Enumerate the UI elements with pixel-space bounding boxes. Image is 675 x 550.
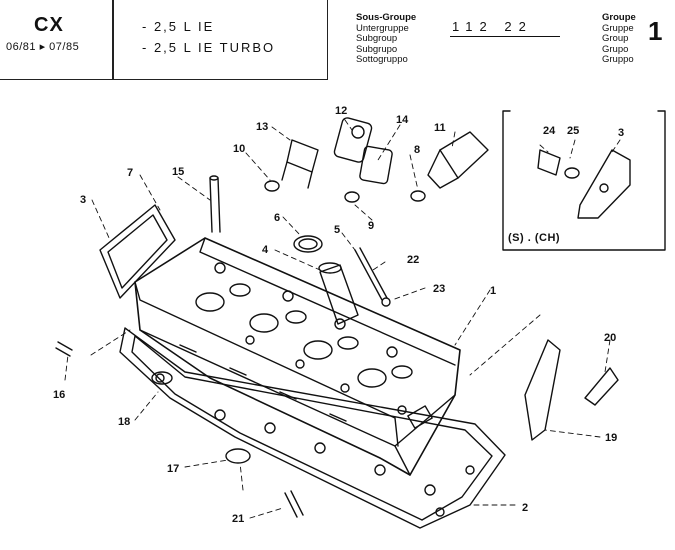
washer-part — [410, 190, 426, 202]
callout-18: 18 — [118, 416, 130, 428]
washer-part — [264, 180, 280, 192]
header-model-cell: CX 06/81 ▸ 07/85 — [0, 0, 113, 80]
callout-3: 3 — [80, 194, 86, 206]
callout-23: 23 — [433, 283, 445, 295]
callout-17: 17 — [167, 463, 179, 475]
callout-20: 20 — [604, 332, 616, 344]
callout-16: 16 — [53, 389, 65, 401]
group-labels: Groupe Gruppe Group Grupo Gruppo — [602, 12, 636, 66]
callout-1: 1 — [490, 285, 496, 297]
callout-22: 22 — [407, 254, 419, 266]
inset-label: (S) . (CH) — [508, 232, 561, 244]
sensor-part — [333, 117, 373, 163]
inset-parts — [537, 149, 631, 219]
sensor-part — [359, 145, 393, 185]
rocker-cover-gasket — [99, 204, 176, 299]
rod-end-part — [381, 297, 391, 307]
variant-label: - 2,5 L IE TURBO — [142, 40, 276, 55]
subgroup-code-underline — [450, 36, 560, 37]
header-variants-cell: - 2,5 L IE - 2,5 L IE TURBO — [113, 0, 328, 80]
callout-4: 4 — [262, 244, 269, 256]
ring-part — [151, 371, 173, 385]
subgroup-labels: Sous-Groupe Untergruppe Subgroup Subgrup… — [356, 12, 417, 66]
subgroup-label: Subgrupo — [356, 43, 398, 55]
model-name: CX — [34, 14, 64, 36]
callout-3-inset: 3 — [618, 127, 624, 139]
callouts: 1 2 3 3 4 5 6 7 8 9 10 11 12 13 14 15 16… — [53, 105, 624, 525]
dowel-part — [284, 490, 304, 518]
callout-10: 10 — [233, 143, 245, 155]
callout-5: 5 — [334, 224, 340, 236]
variant-label: - 2,5 L IE — [142, 19, 215, 34]
callout-11: 11 — [434, 122, 446, 134]
cylinder-head — [134, 237, 461, 476]
group-label: Gruppo — [602, 54, 634, 65]
callout-12: 12 — [335, 105, 347, 117]
rod-part — [354, 247, 388, 301]
ring-part — [225, 448, 251, 464]
group-label: Group — [602, 33, 629, 44]
callout-8: 8 — [414, 144, 420, 156]
callout-2: 2 — [522, 502, 528, 514]
dowel-part — [55, 341, 73, 357]
head-gasket — [119, 327, 506, 529]
subgroup-label: Subgroup — [356, 33, 398, 44]
callout-7: 7 — [127, 167, 133, 179]
callout-24: 24 — [543, 125, 556, 137]
group-label: Grupo — [602, 43, 629, 55]
sleeve-part — [318, 262, 359, 325]
callout-15: 15 — [172, 166, 184, 178]
callout-13: 13 — [256, 121, 268, 133]
seal-ring-inner — [298, 238, 318, 250]
group-label: Groupe — [602, 12, 636, 23]
callout-25: 25 — [567, 125, 579, 137]
bracket-part — [524, 339, 619, 441]
callout-21: 21 — [232, 513, 244, 525]
callout-6: 6 — [274, 212, 280, 224]
sensor-part — [281, 139, 319, 189]
callout-9: 9 — [368, 220, 374, 232]
subgroup-label: Untergruppe — [356, 22, 409, 34]
washer-part — [344, 191, 360, 203]
group-number: 1 — [648, 16, 663, 46]
callout-14: 14 — [396, 114, 409, 126]
inset-frame — [502, 110, 666, 251]
subgroup-label: Sottogruppo — [356, 54, 408, 65]
model-years: 06/81 ▸ 07/85 — [6, 41, 80, 53]
stud-part — [209, 177, 221, 233]
group-label: Gruppe — [602, 22, 634, 34]
leader-lines — [64, 119, 621, 519]
sensor-part — [427, 131, 489, 189]
seal-ring-part — [293, 235, 323, 253]
subgroup-label: Sous-Groupe — [356, 12, 417, 23]
callout-19: 19 — [605, 432, 617, 444]
subgroup-code: 112 22 — [452, 19, 533, 34]
